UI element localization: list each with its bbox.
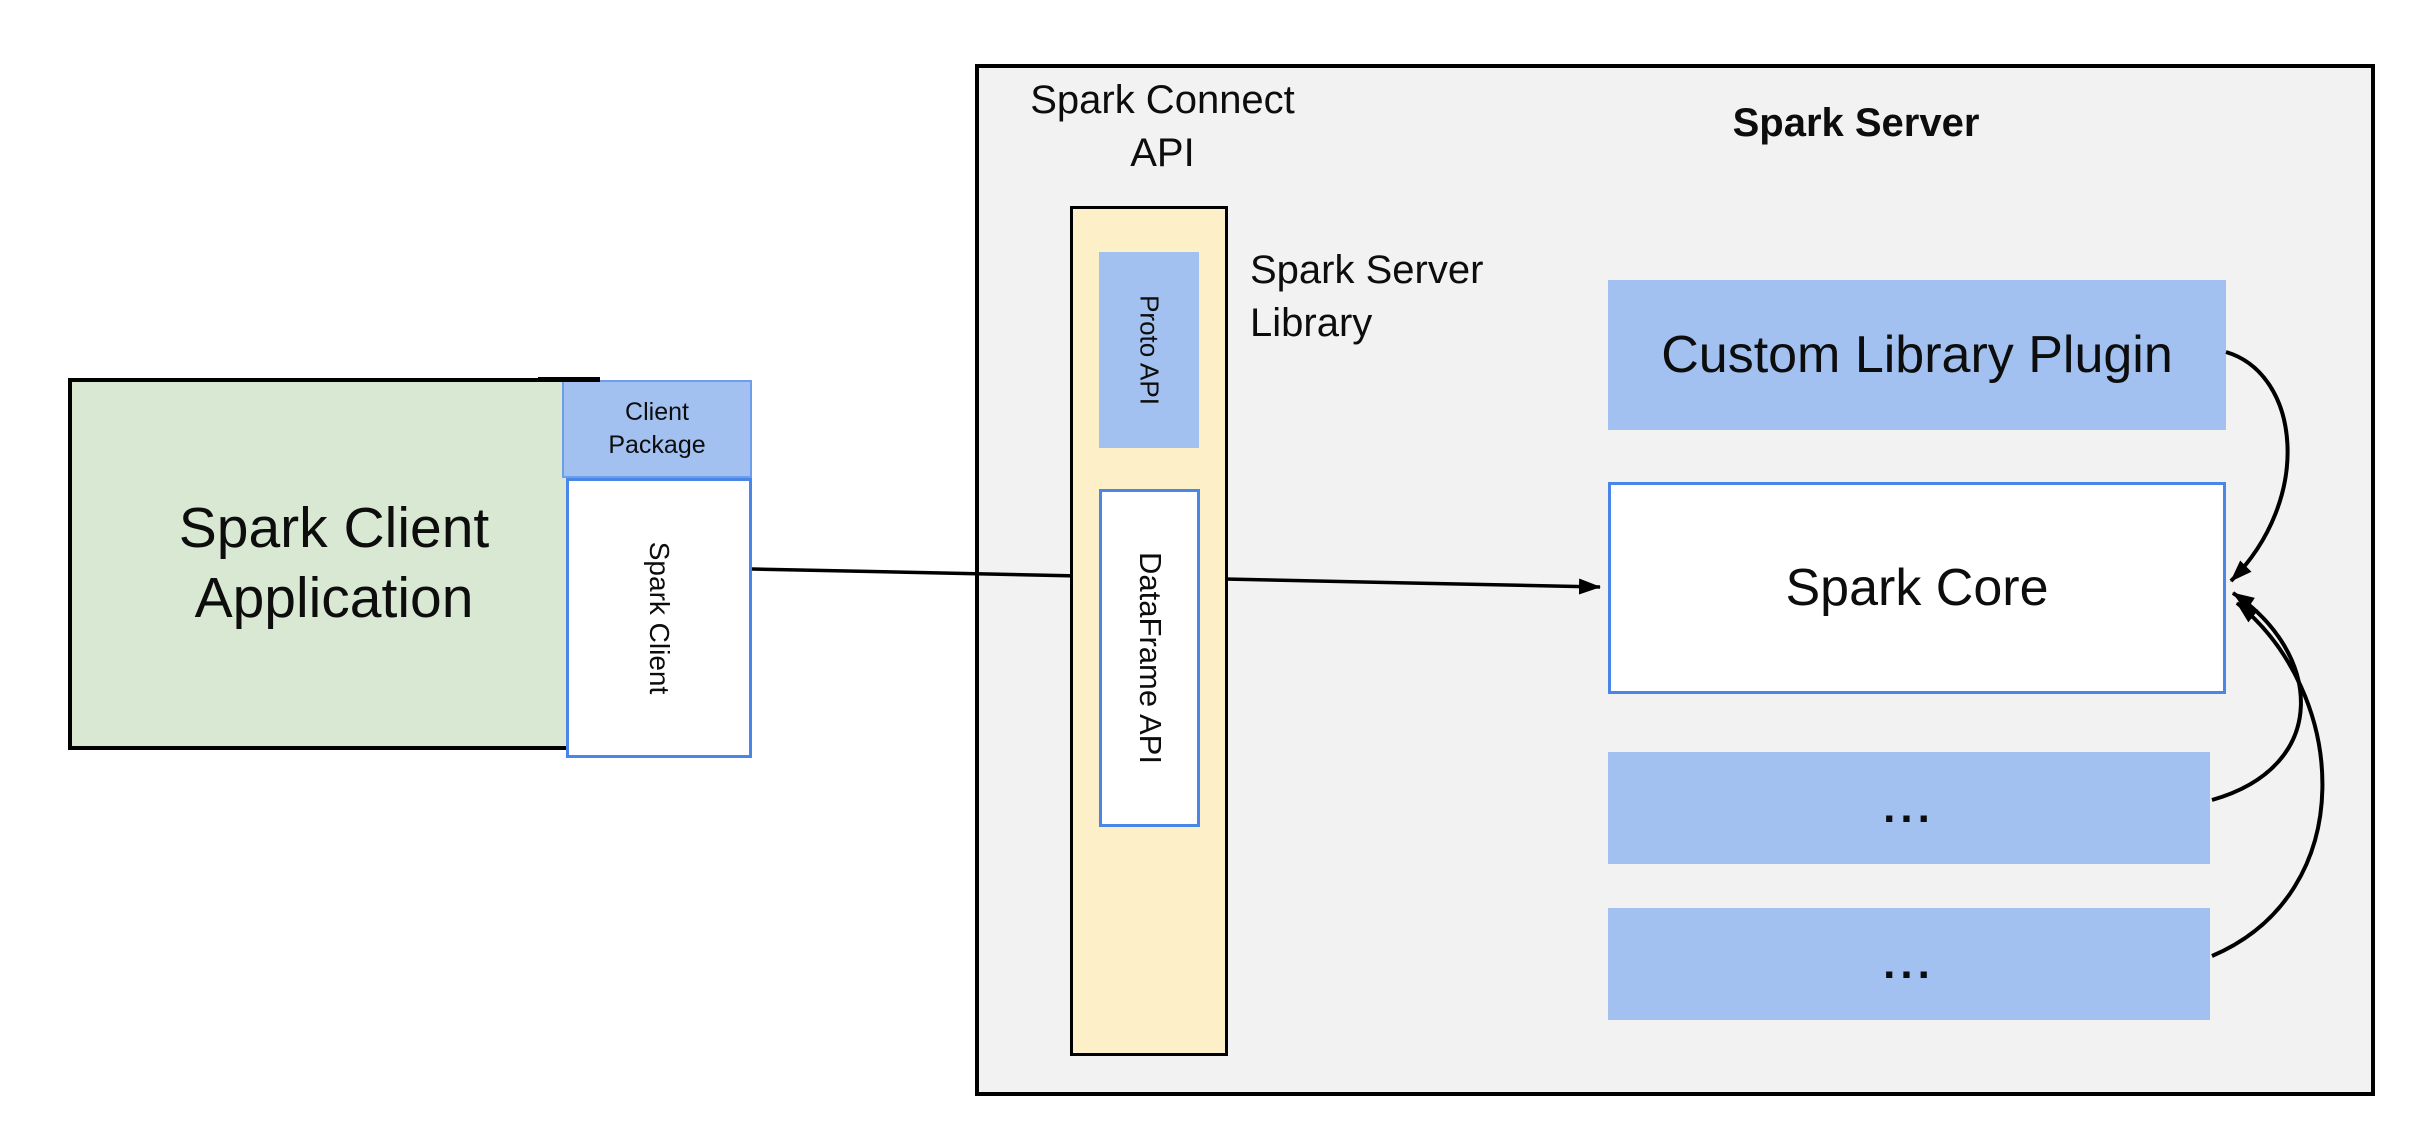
extension-placeholder-1: ... (1883, 783, 1935, 832)
custom-library-plugin-label: Custom Library Plugin (1661, 326, 2173, 384)
spark-client-label: Spark Client (644, 541, 675, 695)
green-box-border-overhang (538, 377, 600, 382)
custom-library-plugin-box: Custom Library Plugin (1608, 280, 2226, 430)
spark-client-application-label: Spark Client Application (178, 496, 490, 630)
proto-api-label: Proto API (1134, 295, 1165, 405)
spark-core-box: Spark Core (1608, 482, 2226, 694)
extension-box-1: ... (1608, 752, 2210, 864)
extension-box-2: ... (1608, 908, 2210, 1020)
client-package-label: Client Package (608, 398, 706, 459)
extension-placeholder-2: ... (1883, 939, 1935, 988)
client-package-box: Client Package (562, 380, 752, 478)
spark-server-library-label: Spark Server Library (1250, 248, 1484, 345)
spark-core-label: Spark Core (1785, 559, 2049, 617)
spark-client-application-box: Spark Client Application (68, 378, 600, 750)
proto-api-box: Proto API (1099, 252, 1199, 448)
dataframe-api-box: DataFrame API (1099, 489, 1200, 827)
dataframe-api-label: DataFrame API (1132, 552, 1168, 764)
spark-connect-api-title: Spark Connect API (1030, 78, 1295, 176)
spark-server-title: Spark Server (1732, 101, 1980, 145)
spark-client-box: Spark Client (566, 478, 752, 758)
